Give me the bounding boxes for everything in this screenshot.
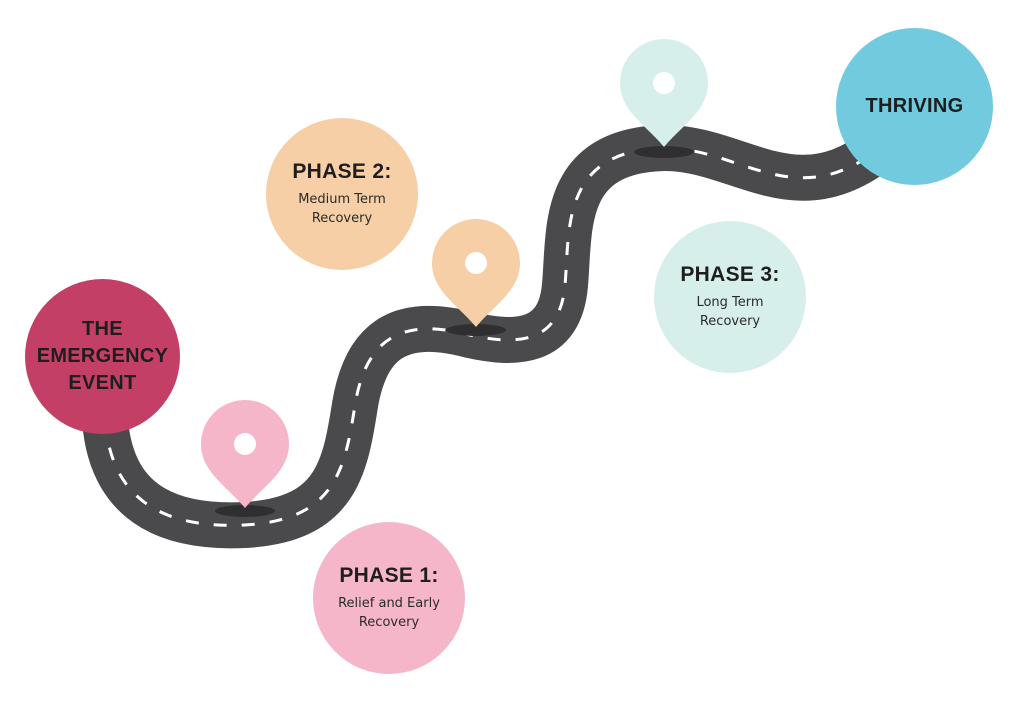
- phase-2-title: PHASE 2:: [292, 160, 392, 183]
- end-label: THRIVING: [865, 95, 964, 117]
- phase-1-description: Relief and Early Recovery: [338, 596, 440, 630]
- end-thriving-circle: THRIVING: [836, 28, 993, 185]
- map-pin-icon: [432, 219, 520, 336]
- phase-1-title: PHASE 1:: [339, 564, 439, 587]
- phase-3-title: PHASE 3:: [680, 263, 780, 286]
- phase-3-circle: PHASE 3: Long Term Recovery: [654, 221, 806, 373]
- start-emergency-event-circle: THE EMERGENCY EVENT: [25, 279, 180, 434]
- phase-1-circle: PHASE 1: Relief and Early Recovery: [313, 522, 465, 674]
- phase-2-circle: PHASE 2: Medium Term Recovery: [266, 118, 418, 270]
- map-pin-icon: [620, 39, 708, 158]
- phase-3-description: Long Term Recovery: [696, 295, 764, 329]
- start-label: THE EMERGENCY EVENT: [36, 318, 169, 394]
- phase-2-description: Medium Term Recovery: [298, 192, 386, 226]
- map-pin-icon: [201, 400, 289, 517]
